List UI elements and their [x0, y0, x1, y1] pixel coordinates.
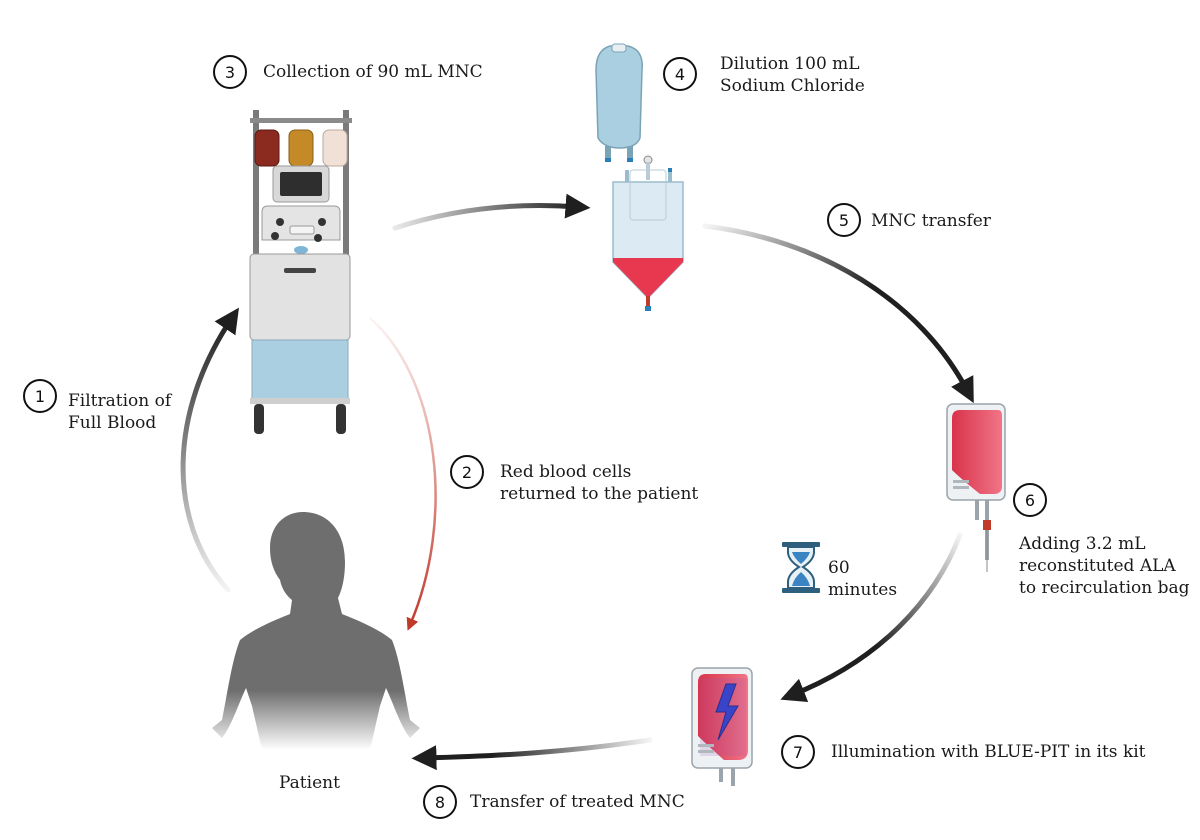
step-number-badge-5: 5 [827, 203, 861, 237]
step-number-badge-6: 6 [1013, 483, 1047, 517]
patient-label: Patient [279, 773, 340, 793]
step-label-8: Transfer of treated MNC [470, 792, 685, 812]
step-number-badge-8: 8 [423, 785, 457, 819]
patient-silhouette-icon [212, 512, 420, 750]
step-number-badge-3: 3 [213, 55, 247, 89]
apheresis-machine-icon [249, 110, 352, 434]
step-number-badge-7: 7 [781, 735, 815, 769]
hourglass-icon [782, 542, 820, 593]
arrow-mnc-transfer [702, 223, 974, 404]
collection-bag-icon [612, 155, 684, 311]
recirculation-bag-icon [946, 403, 1006, 572]
step-label-3: Collection of 90 mL MNC [263, 62, 483, 82]
step-label-5: MNC transfer [871, 211, 991, 231]
illumination-bag-icon [691, 667, 753, 786]
step-label-4: Dilution 100 mL Sodium Chloride [720, 54, 865, 96]
arrow-treated-transfer [411, 737, 653, 771]
step-label-1: Filtration of Full Blood [68, 391, 172, 433]
arrow-rbc-return [368, 316, 437, 631]
step-label-2: Red blood cells returned to the patient [500, 462, 699, 504]
arrow-collection-to-bag [392, 193, 591, 231]
step-number-badge-4: 4 [663, 57, 697, 91]
step-number-badge-2: 2 [450, 455, 484, 489]
step-label-7: Illumination with BLUE-PIT in its kit [831, 742, 1146, 762]
saline-bag-icon [595, 43, 643, 162]
arrow-incubation [780, 532, 963, 702]
step-number-badge-1: 1 [23, 379, 57, 413]
timer-label: 60 minutes [828, 558, 898, 600]
arrow-filtration [180, 307, 239, 593]
step-label-6: Adding 3.2 mL reconstituted ALA to recir… [1019, 534, 1190, 598]
